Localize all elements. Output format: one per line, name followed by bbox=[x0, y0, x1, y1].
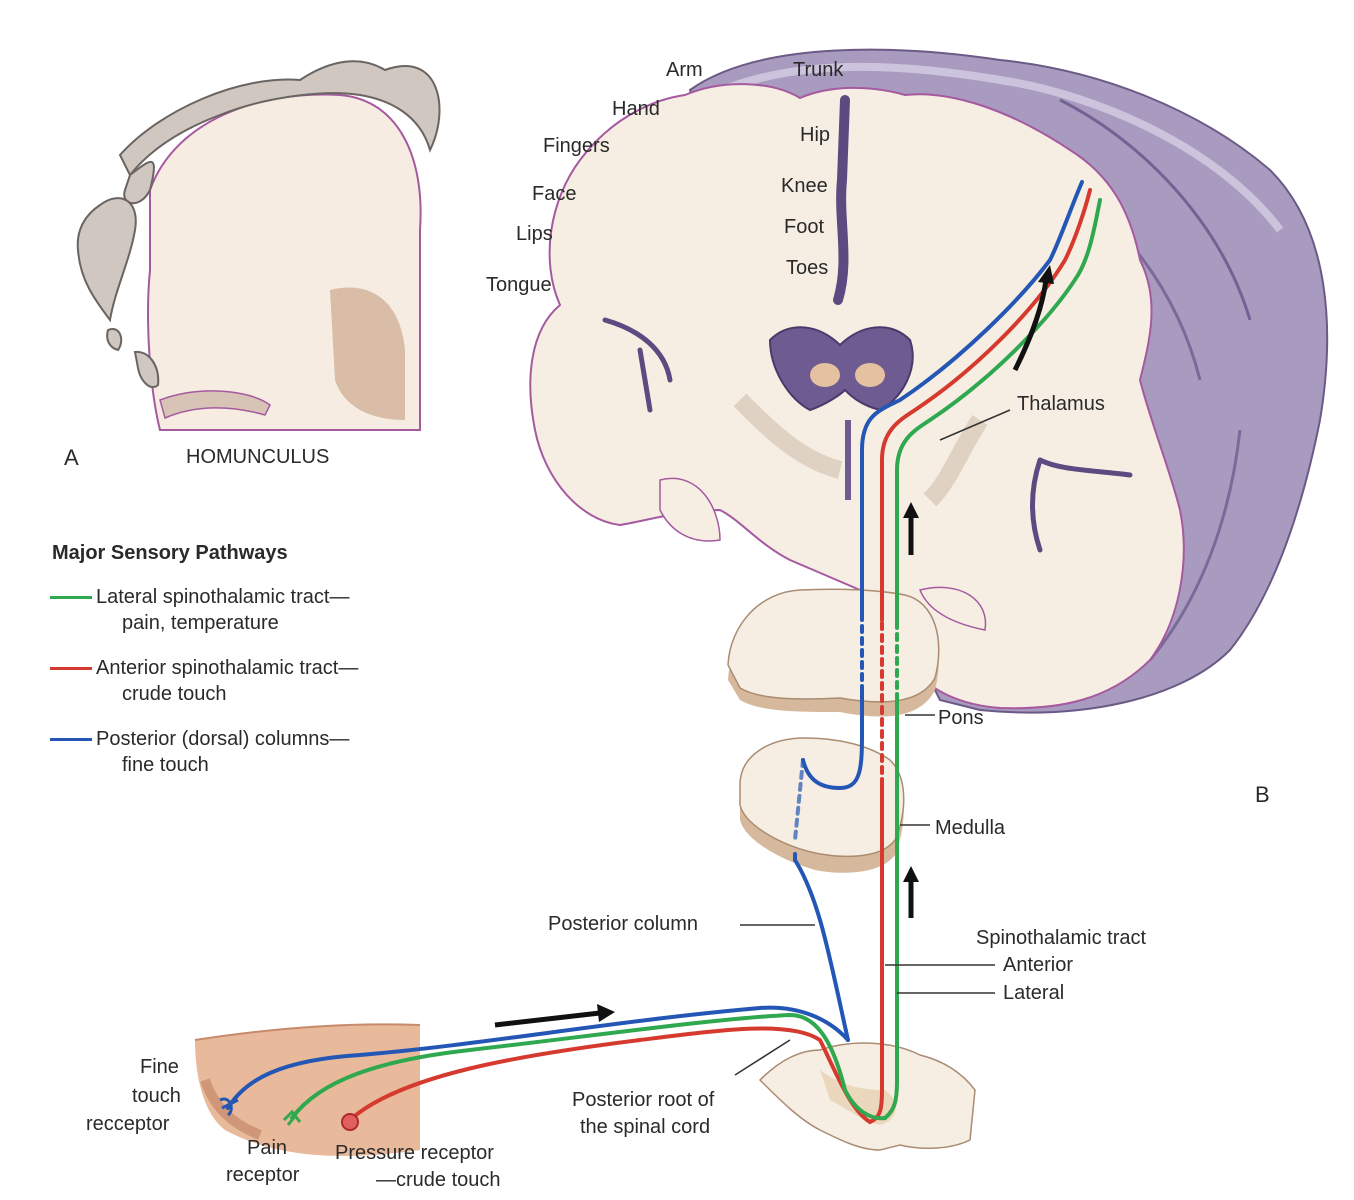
label-face: Face bbox=[532, 183, 577, 205]
skin-segment bbox=[194, 1023, 421, 1156]
leader-lines bbox=[734, 409, 1011, 1076]
legend-swatch-posterior bbox=[50, 738, 92, 741]
direction-arrows bbox=[494, 265, 1054, 1028]
homunculus-figure bbox=[76, 60, 441, 388]
label-thalamus: Thalamus bbox=[1017, 393, 1105, 415]
label-arm: Arm bbox=[666, 59, 703, 81]
label-medulla: Medulla bbox=[935, 817, 1006, 839]
label-posterior-root-line1: Posterior root of bbox=[572, 1089, 715, 1111]
legend-item-posterior: Posterior (dorsal) columns— fine touch bbox=[50, 726, 410, 780]
posterior-column-tract bbox=[226, 180, 1084, 1110]
legend-item-lateral: Lateral spinothalamic tract— pain, tempe… bbox=[50, 584, 410, 638]
legend-anterior-line1: Anterior spinothalamic tract— bbox=[96, 657, 359, 679]
label-fine-touch-line1: Fine bbox=[140, 1056, 179, 1078]
label-toes: Toes bbox=[786, 257, 829, 279]
label-spinothalamic-tract: Spinothalamic tract bbox=[976, 927, 1147, 949]
label-fingers: Fingers bbox=[543, 135, 610, 157]
label-anterior: Anterior bbox=[1003, 954, 1074, 976]
label-posterior-root-line2: the spinal cord bbox=[580, 1116, 711, 1138]
pain-receptor-icon bbox=[282, 1109, 302, 1126]
panel-a-letter: A bbox=[64, 445, 79, 470]
label-lateral: Lateral bbox=[1003, 982, 1065, 1004]
legend-item-anterior: Anterior spinothalamic tract— crude touc… bbox=[50, 655, 420, 709]
legend-swatch-lateral bbox=[50, 596, 92, 599]
label-pons: Pons bbox=[938, 707, 984, 729]
label-fine-touch-line3: recceptor bbox=[86, 1113, 170, 1135]
fine-touch-receptor-icon bbox=[219, 1097, 239, 1117]
medulla-section bbox=[739, 737, 905, 873]
anterior-spinothalamic-tract bbox=[348, 188, 1092, 1124]
homunculus-title: HOMUNCULUS bbox=[186, 446, 330, 468]
spinal-cord-section bbox=[758, 1042, 976, 1151]
label-posterior-column: Posterior column bbox=[548, 913, 699, 935]
label-fine-touch-line2: touch bbox=[132, 1085, 181, 1107]
label-trunk: Trunk bbox=[793, 59, 844, 81]
label-tongue: Tongue bbox=[486, 274, 552, 296]
legend-lateral-line1: Lateral spinothalamic tract— bbox=[96, 586, 350, 608]
legend-posterior-line1: Posterior (dorsal) columns— bbox=[96, 728, 350, 750]
legend-posterior-line2: fine touch bbox=[122, 754, 209, 776]
label-foot: Foot bbox=[784, 216, 825, 238]
legend-swatch-anterior bbox=[50, 667, 92, 670]
homunculus-section bbox=[147, 93, 422, 431]
legend-anterior-line2: crude touch bbox=[122, 683, 227, 705]
label-pain-line2: receptor bbox=[226, 1164, 300, 1186]
panel-b-letter: B bbox=[1255, 782, 1270, 807]
lateral-spinothalamic-tract bbox=[290, 198, 1102, 1121]
label-hand: Hand bbox=[612, 98, 660, 120]
label-lips: Lips bbox=[516, 223, 553, 245]
legend-lateral-line2: pain, temperature bbox=[122, 612, 279, 634]
legend-title: Major Sensory Pathways bbox=[52, 542, 288, 564]
label-pain-line1: Pain bbox=[247, 1137, 288, 1159]
pressure-receptor-icon bbox=[341, 1113, 359, 1131]
brain-coronal-section bbox=[529, 48, 1329, 714]
label-pressure-line2: —crude touch bbox=[376, 1169, 501, 1191]
label-hip: Hip bbox=[800, 124, 831, 146]
label-knee: Knee bbox=[781, 175, 828, 197]
label-pressure-line1: Pressure receptor bbox=[335, 1142, 494, 1164]
pons-section bbox=[727, 588, 940, 717]
